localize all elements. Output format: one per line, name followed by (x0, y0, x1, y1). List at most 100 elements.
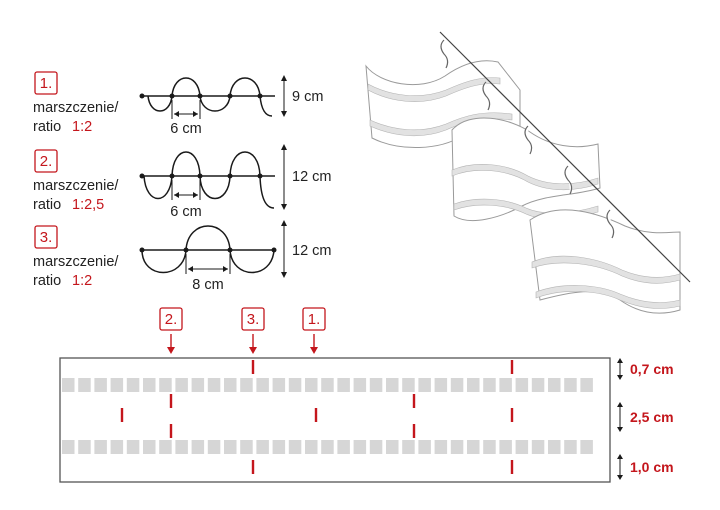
tape-marker-2-box (159, 307, 183, 331)
tape-band-square (434, 440, 448, 454)
curtain-hook-icon (564, 165, 573, 195)
tape-band-bottom (62, 440, 593, 454)
variant-1-label: marszczenie/ (33, 100, 119, 116)
variant-1-dot (257, 93, 263, 99)
tape-band-square (159, 440, 172, 454)
pleated-curtain-illustration (365, 31, 691, 314)
curtain-band (531, 255, 681, 284)
variant-2-width: 6 cm (170, 204, 201, 220)
variant-2-dot (227, 173, 233, 179)
curtain-band (535, 285, 681, 309)
tape-band-square (369, 440, 383, 454)
tape-band-square (337, 440, 350, 454)
tape-band-square (224, 378, 237, 392)
variant-1-dot (139, 93, 145, 99)
tape-band-square (256, 378, 269, 392)
tape-dim-bottom: 1,0 cm (630, 459, 674, 475)
tape-band-square (224, 440, 237, 454)
tape-band-square (126, 378, 140, 392)
variant-1-width-arrowheads (174, 111, 198, 117)
variant-1-dot (227, 93, 233, 99)
tape-band-square (207, 378, 221, 392)
tape-band-square (369, 378, 383, 392)
tape-band-square (564, 378, 577, 392)
tape-band-square (434, 378, 448, 392)
tape-band-square (62, 378, 75, 392)
variant-1: 1. marszczenie/ ratio 1:2 6 cm 9 cm (33, 71, 323, 137)
tape-band-square (353, 378, 367, 392)
tape-band-square (272, 378, 286, 392)
tape-band-square (548, 440, 561, 454)
tape-band-square (564, 440, 577, 454)
tape-band-square (110, 378, 124, 392)
tape-band-square (321, 378, 334, 392)
variant-3-width-arrowheads (188, 266, 228, 272)
tape-band-square (418, 378, 431, 392)
variant-1-number: 1. (40, 75, 53, 92)
tape-band-square (305, 378, 318, 392)
curtain-band (451, 164, 599, 191)
variant-3-pleat-curve (141, 225, 275, 274)
tape-band-square (467, 440, 480, 454)
tape-marker-2: 2. (165, 311, 178, 328)
variant-2-dot (197, 173, 203, 179)
tape-band-square (143, 440, 156, 454)
tape-band-square (110, 440, 124, 454)
variant-3-dot (139, 247, 145, 253)
tape-band-square (78, 440, 91, 454)
tape-band-square (499, 440, 512, 454)
tape-band-square (515, 378, 529, 392)
tape-dim-top: 0,7 cm (630, 361, 674, 377)
variant-2-dot (257, 173, 263, 179)
variant-1-width: 6 cm (170, 121, 201, 137)
variant-1-pleat-curve (147, 77, 273, 117)
curtain-hook-icon (606, 209, 615, 239)
tape-band-square (159, 378, 172, 392)
tape-band-square (272, 440, 286, 454)
tape-band-square (62, 440, 75, 454)
tape-band-square (94, 378, 107, 392)
tape-band-square (402, 440, 415, 454)
tape-dim-arrowheads (617, 358, 623, 380)
curtain-panel (451, 117, 601, 222)
tape-marker-3: 3. (247, 311, 260, 328)
tape-strip (59, 357, 611, 483)
tape-band-square (531, 440, 545, 454)
tape-band-square (483, 378, 496, 392)
tape-band-square (78, 378, 91, 392)
variant-3-label: marszczenie/ (33, 254, 119, 270)
tape-band-square (580, 440, 593, 454)
tape-band-square (548, 378, 561, 392)
variant-3-ratio: 1:2 (72, 273, 92, 289)
variant-3-height-arrowheads (281, 220, 287, 278)
variant-2-pleat-curve (143, 151, 275, 209)
tape-band-square (143, 378, 156, 392)
tape-band-square (450, 378, 464, 392)
variant-3-dot (183, 247, 189, 253)
tape-band-square (580, 378, 593, 392)
tape-band-square (321, 440, 334, 454)
tape-band-square (288, 440, 302, 454)
tape-red-marks (120, 360, 514, 474)
tape-band-square (256, 440, 269, 454)
curtain-band (367, 77, 501, 102)
tape-marker-2-arrowhead (167, 347, 175, 354)
curtain-hook-icon (482, 81, 491, 111)
tape-band-square (305, 440, 318, 454)
variant-3-number: 3. (40, 229, 53, 246)
tape-band-square (191, 378, 205, 392)
tape-band-square (483, 440, 496, 454)
variant-2-ratio: 1:2,5 (72, 197, 104, 213)
tape-band-square (353, 440, 367, 454)
tape-band-top (62, 378, 593, 392)
variant-2: 2. marszczenie/ ratio 1:2,5 6 cm 12 cm (33, 144, 332, 220)
variant-2-width-arrowheads (174, 192, 198, 198)
tape-marker-3-arrowhead (249, 347, 257, 354)
tape-band-square (337, 378, 350, 392)
variant-3-number-box (34, 225, 58, 249)
variant-2-number: 2. (40, 153, 53, 170)
tape-band-square (515, 440, 529, 454)
tape-dim-middle: 2,5 cm (630, 409, 674, 425)
variant-1-ratio-prefix: ratio (33, 119, 61, 135)
variant-1-height: 9 cm (292, 89, 323, 105)
